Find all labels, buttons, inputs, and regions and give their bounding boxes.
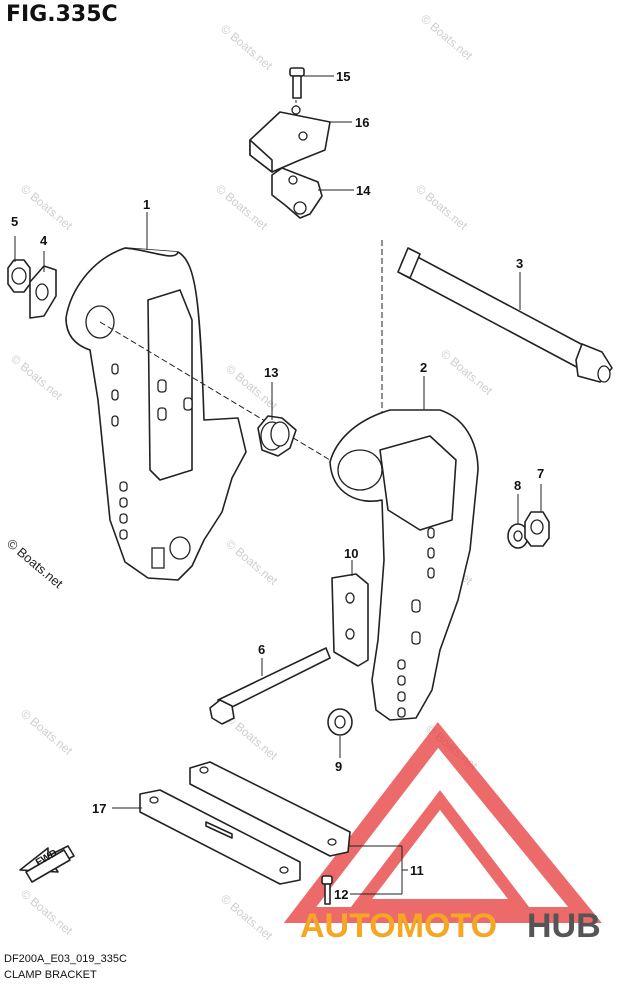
part-16-cover[interactable] [249, 105, 331, 173]
part-1-clamp-bracket-left[interactable] [65, 247, 247, 581]
callout-5[interactable]: 5 [11, 214, 18, 229]
brand-logo [283, 722, 602, 923]
part-4-washer[interactable] [29, 265, 57, 319]
part-15-bolt[interactable] [289, 67, 305, 110]
callout-1[interactable]: 1 [143, 197, 150, 212]
callout-8[interactable]: 8 [514, 478, 521, 493]
fwd-arrow: FWD [19, 845, 75, 883]
watermark: © Boats.net [18, 182, 76, 234]
part-6-bolt[interactable] [209, 647, 331, 725]
callout-17[interactable]: 17 [92, 801, 106, 816]
part-14-bracket[interactable] [271, 167, 323, 219]
figure-code: DF200A_E03_019_335C [4, 953, 127, 965]
watermark: © Boats.net [18, 707, 76, 759]
watermark: © Boats.net [18, 887, 76, 939]
leader-lines [14, 75, 542, 895]
watermark: © Boats.net [438, 347, 496, 399]
callout-11[interactable]: 11 [410, 863, 424, 878]
watermark: © Boats.net [413, 182, 471, 234]
part-12-screw[interactable] [321, 875, 333, 905]
part-3-tilt-tube[interactable] [397, 247, 613, 383]
watermark: © Boats.net [218, 892, 276, 944]
callout-7[interactable]: 7 [537, 466, 544, 481]
callout-15[interactable]: 15 [336, 69, 350, 84]
callout-16[interactable]: 16 [355, 115, 369, 130]
watermark: © Boats.net [213, 182, 271, 234]
part-13-bushing[interactable] [257, 415, 297, 457]
part-17-plate[interactable] [139, 789, 301, 885]
watermark: © Boats.net [218, 22, 276, 74]
watermark: © Boats.net [223, 537, 281, 589]
callout-14[interactable]: 14 [356, 183, 371, 198]
watermark: © Boats.net [8, 352, 66, 404]
brand-wordmark: AUTOMOTO HUB [300, 907, 601, 945]
callout-12[interactable]: 12 [334, 887, 348, 902]
brand-part2: HUB [527, 907, 601, 945]
brand-part1: AUTOMOTO [300, 907, 497, 945]
callout-10[interactable]: 10 [344, 546, 358, 561]
callout-4[interactable]: 4 [40, 233, 48, 248]
part-10-plate[interactable] [331, 573, 369, 667]
callouts: 15 16 14 5 4 1 3 13 2 8 7 10 6 9 17 11 1… [11, 69, 544, 902]
callout-2[interactable]: 2 [420, 360, 427, 375]
part-2-clamp-bracket-right[interactable] [329, 409, 479, 721]
figure-name: CLAMP BRACKET [4, 969, 97, 981]
part-7-nut[interactable] [524, 511, 550, 547]
copyright-notice: © Boats.net [4, 536, 66, 592]
callout-3[interactable]: 3 [516, 256, 523, 271]
callout-13[interactable]: 13 [264, 365, 278, 380]
callout-9[interactable]: 9 [335, 759, 342, 774]
figure-title: FIG.335C [6, 2, 118, 27]
part-5-nut[interactable] [7, 259, 31, 293]
logo-triangle-outer [283, 722, 602, 923]
logo-triangle-inner [347, 790, 533, 911]
part-9-washer[interactable] [327, 708, 353, 736]
watermark: © Boats.net [418, 12, 476, 64]
callout-6[interactable]: 6 [258, 642, 265, 657]
part-11-plate[interactable] [189, 761, 351, 857]
